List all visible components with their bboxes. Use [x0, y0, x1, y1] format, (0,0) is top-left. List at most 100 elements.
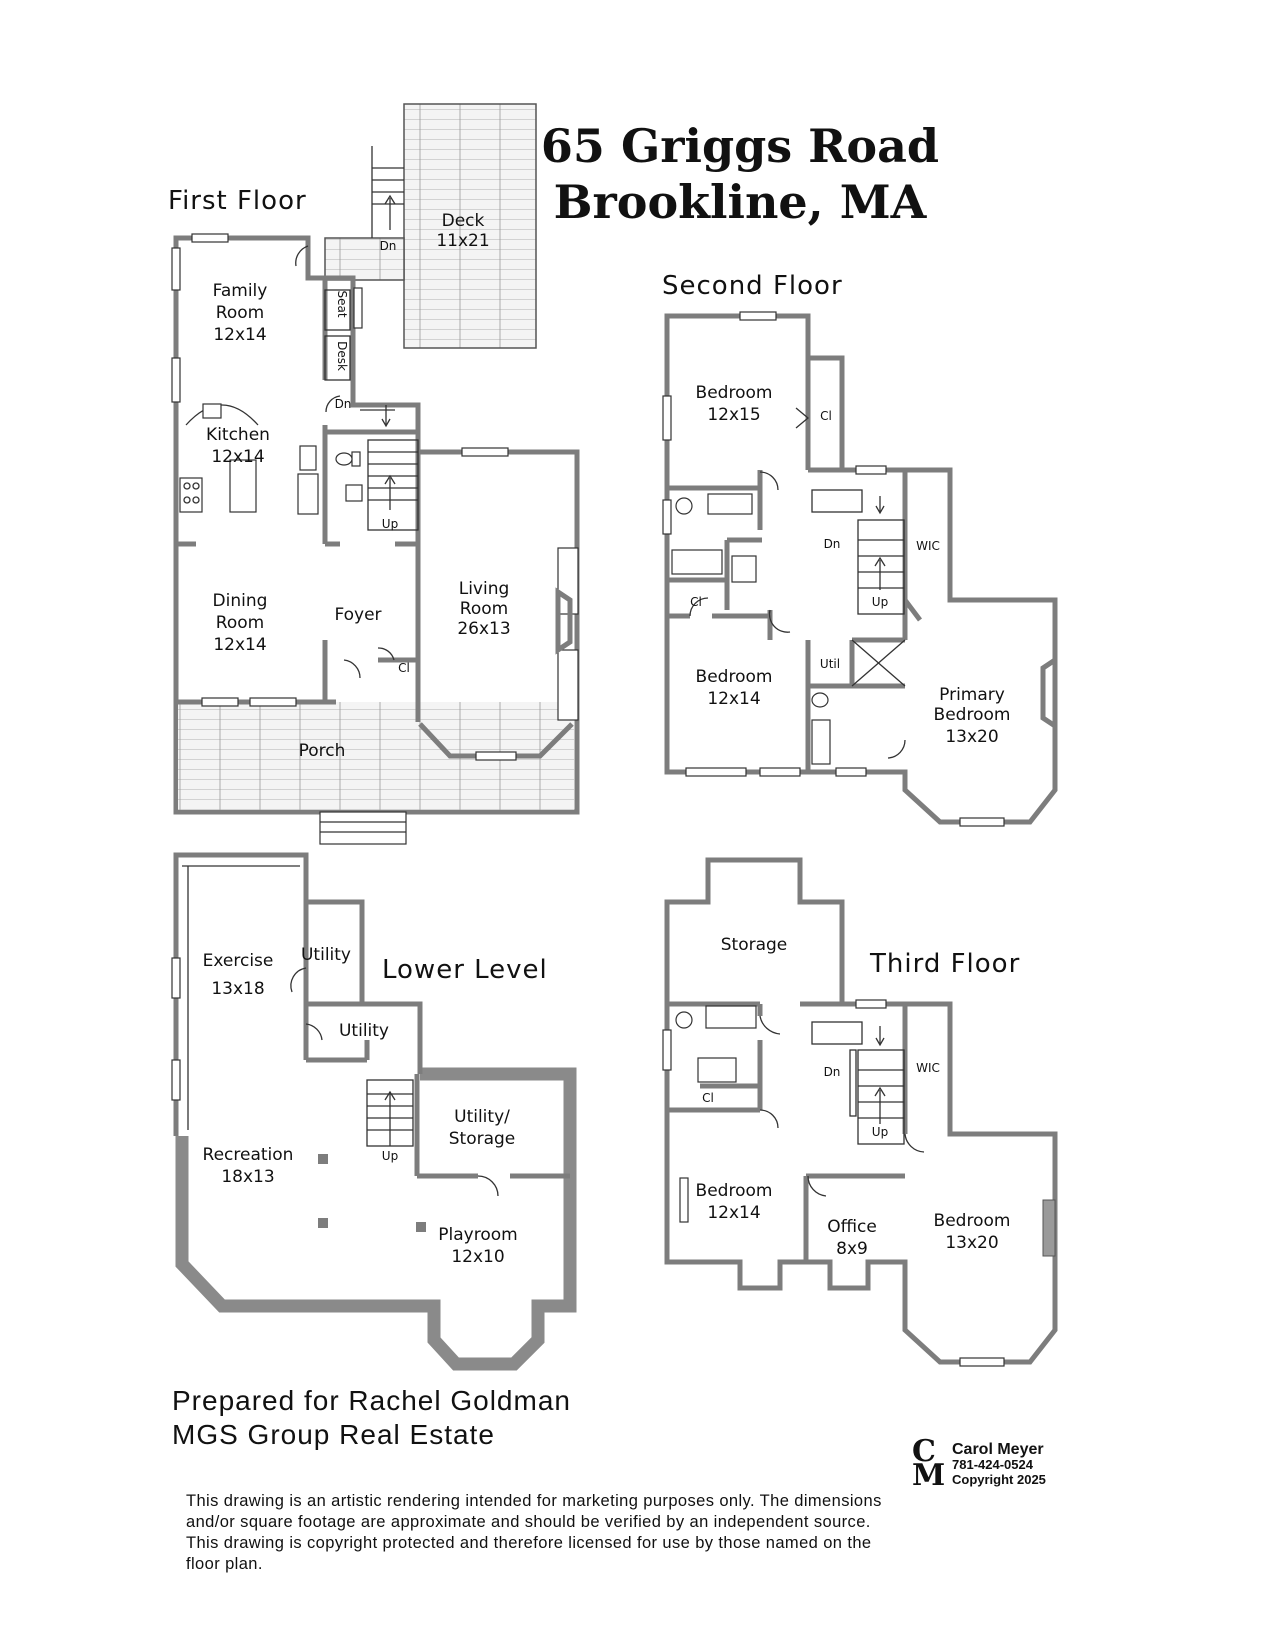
- window: [662, 499, 672, 535]
- pantry: [299, 445, 317, 471]
- window: [759, 767, 801, 777]
- third-floor-stairs: [811, 1021, 905, 1145]
- kitchen-island: [229, 459, 257, 513]
- support-column: [416, 1222, 426, 1232]
- drafter-logo: C M: [912, 1434, 945, 1491]
- lower-stairs: [366, 1079, 414, 1147]
- third-floor-bathroom-fixtures: [675, 1005, 757, 1083]
- utility-storage-label: Utility/: [454, 1107, 510, 1127]
- window: [171, 357, 181, 403]
- window: [557, 649, 579, 721]
- logo-letter-c: C: [912, 1434, 936, 1469]
- stairs-up-label: Up: [382, 517, 398, 531]
- door-swing: [305, 1023, 323, 1041]
- refrigerator: [297, 473, 319, 515]
- family-room-label: Family: [213, 281, 268, 301]
- door-swing: [689, 597, 709, 617]
- window: [171, 957, 181, 999]
- util-label: Util: [820, 657, 840, 671]
- lower-level-outline: [173, 852, 423, 1136]
- wic-label: WIC: [916, 1061, 940, 1075]
- window: [959, 1357, 1005, 1367]
- toilet-tank: [351, 451, 361, 467]
- third-floor-plan: Third Floor: [662, 857, 1058, 1367]
- closet-label: Cl: [820, 409, 832, 423]
- foyer-label: Foyer: [334, 605, 381, 625]
- disclaimer: This drawing is an artistic rendering in…: [186, 1491, 1066, 1575]
- bedroom-size: 12x14: [707, 1203, 760, 1223]
- playroom-label: Playroom: [438, 1225, 517, 1245]
- storage-label: Storage: [721, 935, 788, 955]
- deck-stairs-down-label: Dn: [380, 239, 397, 253]
- window: [353, 287, 363, 329]
- support-column: [318, 1154, 328, 1164]
- bedroom-label: Bedroom: [696, 1181, 773, 1201]
- door-swing: [904, 1133, 925, 1153]
- primary-bedroom-label-2: Bedroom: [934, 705, 1011, 725]
- closet-label: Cl: [702, 1091, 714, 1105]
- recreation-label: Recreation: [203, 1145, 294, 1165]
- drafter-name: Carol Meyer: [952, 1441, 1044, 1458]
- door-swing: [759, 1015, 781, 1035]
- drafter-details: Carol Meyer 781-424-0524 Copyright 2025: [952, 1441, 1046, 1488]
- disclaimer-line: This drawing is an artistic rendering in…: [186, 1492, 882, 1510]
- stove: [179, 477, 203, 513]
- door-swing: [295, 245, 309, 267]
- disclaimer-line: and/or square footage are approximate an…: [186, 1513, 871, 1531]
- door-swing: [807, 1175, 827, 1197]
- second-floor-title: Second Floor: [662, 271, 843, 301]
- living-room-label: Living: [459, 579, 510, 599]
- window: [959, 817, 1005, 827]
- closet-label: Cl: [398, 661, 410, 675]
- drafter-copyright: Copyright 2025: [952, 1472, 1046, 1487]
- door-swing: [887, 739, 906, 759]
- agency-line: MGS Group Real Estate: [172, 1419, 495, 1450]
- utility-label: Utility: [301, 945, 351, 965]
- window: [679, 1177, 689, 1223]
- prepared-for-line: Prepared for Rachel Goldman: [172, 1385, 571, 1416]
- window: [201, 697, 239, 707]
- second-floor-outline: [664, 313, 1058, 825]
- dining-room-size: 12x14: [213, 635, 266, 655]
- door-swing: [477, 1175, 499, 1197]
- utility-label: Utility: [339, 1021, 389, 1041]
- window: [475, 751, 517, 761]
- deck-label: Deck: [442, 211, 485, 231]
- desk-label: Desk: [335, 341, 349, 371]
- living-room-label-2: Room: [460, 599, 508, 619]
- lower-level-plan: Lower Level Exercise 13x18: [171, 852, 577, 1371]
- door-swing: [768, 609, 791, 633]
- disclaimer-line: This drawing is copyright protected and …: [186, 1534, 872, 1552]
- stairs-up-label: Up: [872, 595, 888, 609]
- window: [855, 999, 887, 1009]
- porch-label: Porch: [299, 741, 346, 761]
- window: [855, 465, 887, 475]
- support-column: [318, 1218, 328, 1228]
- utility-storage-label-2: Storage: [449, 1129, 516, 1149]
- third-floor-title: Third Floor: [869, 949, 1020, 979]
- closet-door: [795, 407, 810, 429]
- toilet: [335, 452, 353, 466]
- bedroom-size: 12x15: [707, 405, 760, 425]
- kitchen-label: Kitchen: [206, 425, 270, 445]
- second-floor-bathroom-fixtures: [671, 493, 906, 765]
- window: [739, 311, 777, 321]
- window: [191, 233, 229, 243]
- kitchen-sink: [202, 403, 222, 419]
- window: [662, 1029, 672, 1071]
- main-stairs: [360, 405, 419, 531]
- stairs-up-label: Up: [872, 1125, 888, 1139]
- door-swing: [759, 471, 779, 491]
- bedroom-label: Bedroom: [696, 667, 773, 687]
- recreation-size: 18x13: [221, 1167, 274, 1187]
- seat-label: Seat: [335, 290, 349, 317]
- family-room-label-2: Room: [216, 303, 264, 323]
- powder-sink: [345, 484, 363, 502]
- seat-nook: [324, 289, 351, 331]
- deck-landing: [324, 237, 405, 281]
- deck-area: [403, 103, 537, 349]
- property-address: 65 Griggs Road Brookline, MA: [540, 118, 940, 230]
- door-swing: [325, 395, 341, 413]
- stairs-down-label: Dn: [824, 537, 841, 551]
